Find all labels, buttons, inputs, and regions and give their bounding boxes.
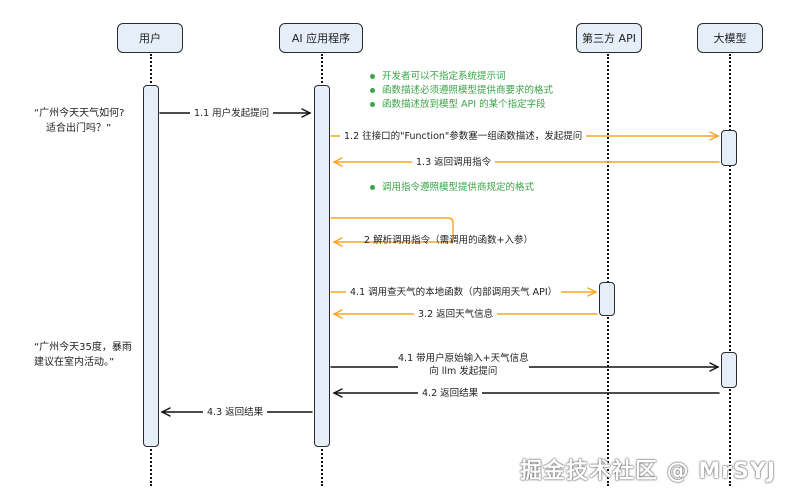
bullet-icon [370, 88, 375, 93]
user-question-quote: “广州今天天气如何? 适合出门吗？” [34, 106, 125, 136]
activation-api [599, 282, 615, 316]
quote-2-line2: 建议在室内活动。” [34, 357, 115, 368]
lifeline-third-party-api [607, 54, 609, 486]
label-4-3: 4.3 返回结果 [203, 406, 268, 419]
label-1-1: 1.1 用户发起提问 [190, 107, 274, 120]
quote-2-line1: “广州今天35度，暴雨 [34, 342, 132, 353]
lifeline-llm [729, 54, 731, 486]
activation-llm-1 [721, 130, 737, 166]
participant-third-party-api: 第三方 API [576, 23, 642, 53]
activation-user [143, 85, 159, 447]
participant-user: 用户 [117, 23, 183, 53]
label-2: 2 解析调用指令（需调用的函数+入参） [364, 235, 534, 246]
label-1-2: 1.2 往接口的"Function"参数塞一组函数描述，发起提问 [340, 130, 587, 143]
participant-llm: 大模型 [697, 23, 763, 53]
label-4-2: 4.2 返回结果 [418, 387, 483, 400]
note-top-item-3: 函数描述放到模型 API 的某个指定字段 [370, 98, 553, 112]
answer-quote: “广州今天35度，暴雨 建议在室内活动。” [34, 340, 132, 370]
note-top-item-1: 开发者可以不指定系统提示词 [370, 70, 553, 84]
quote-1-line2: 适合出门吗？” [46, 123, 112, 134]
quote-1-line1: “广州今天天气如何? [34, 108, 125, 119]
bullet-icon [370, 102, 375, 107]
label-3-2: 3.2 返回天气信息 [414, 308, 498, 321]
label-1-3: 1.3 返回调用指令 [412, 156, 496, 169]
arrow-2-self [330, 217, 454, 243]
note-mid: 调用指令遵照模型提供商规定的格式 [370, 181, 534, 195]
label-4-1-llm-line1: 4.1 带用户原始输入+天气信息 [398, 353, 529, 364]
label-4-1-llm-line2: 向 llm 发起提问 [398, 365, 529, 378]
note-top: 开发者可以不指定系统提示词 函数描述必须遵照模型提供商要求的格式 函数描述放到模… [370, 70, 553, 112]
bullet-icon [370, 74, 375, 79]
label-4-1-llm: 4.1 带用户原始输入+天气信息 向 llm 发起提问 [394, 352, 533, 378]
participant-ai-app: AI 应用程序 [279, 23, 363, 53]
label-4-1-api: 4.1 调用查天气的本地函数（内部调用天气 API） [346, 286, 562, 299]
watermark: 掘金技术社区 @ MrSYJ [520, 459, 777, 484]
activation-ai-app [314, 85, 330, 447]
note-top-item-2: 函数描述必须遵照模型提供商要求的格式 [370, 84, 553, 98]
bullet-icon [370, 185, 375, 190]
activation-llm-2 [721, 352, 737, 388]
